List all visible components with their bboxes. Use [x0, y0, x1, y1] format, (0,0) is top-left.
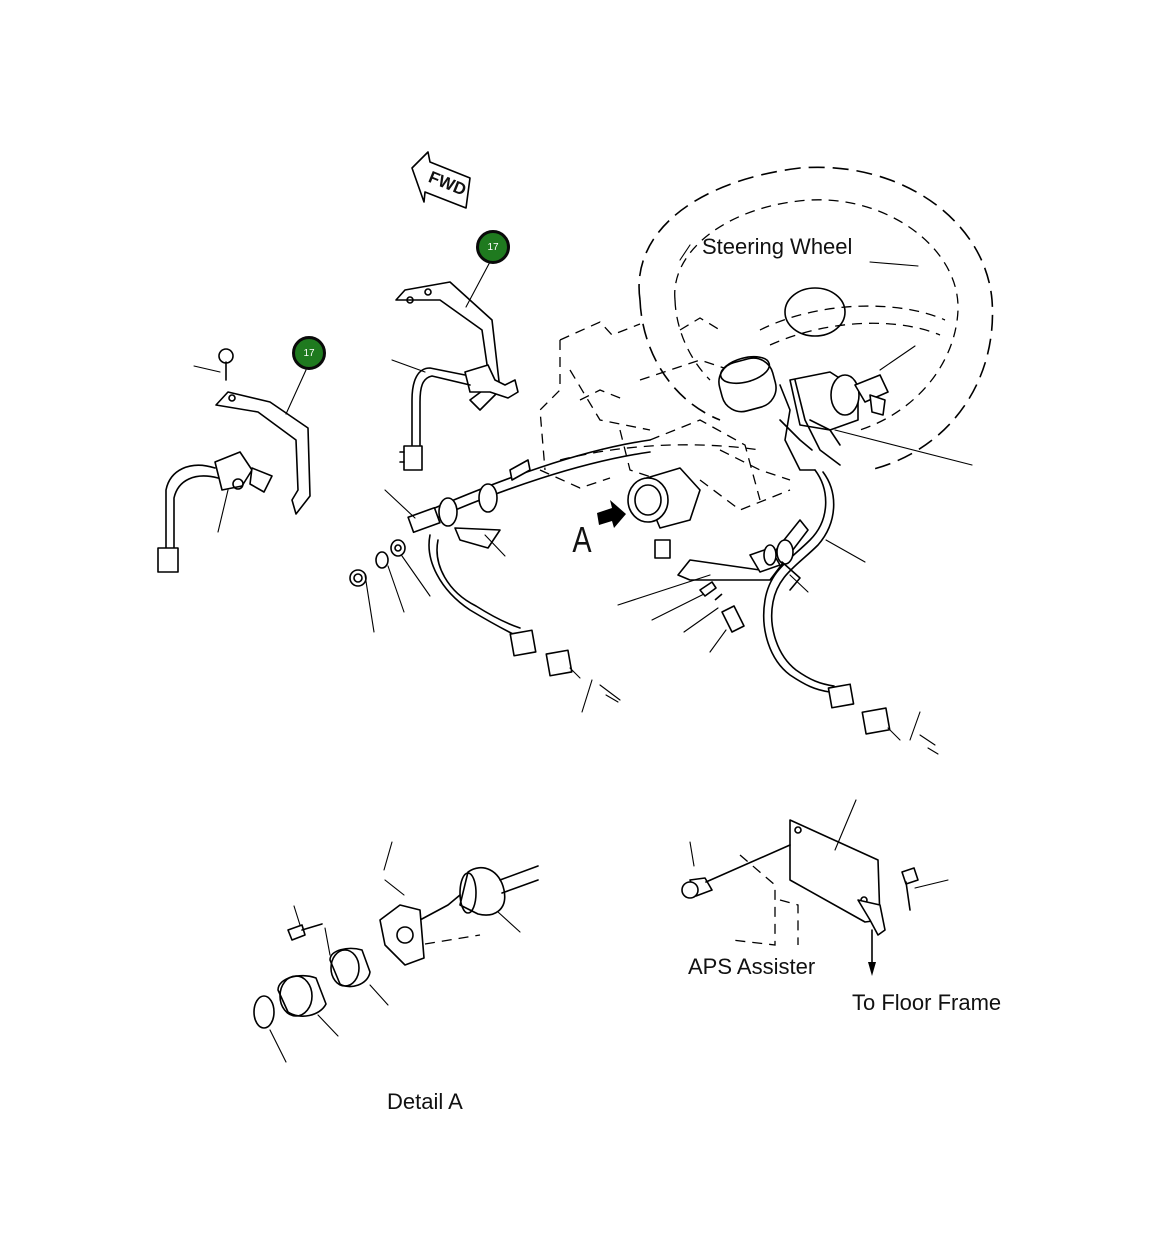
fwd-arrow: [411, 151, 471, 209]
right-harness: [762, 469, 939, 755]
callout-upper-number: 17: [487, 241, 499, 253]
steering-column-frame: [539, 317, 791, 511]
steering-wheel-label: Steering Wheel: [702, 234, 853, 259]
washers-nut: [349, 539, 431, 633]
aps-assister-label: APS Assister: [688, 954, 816, 979]
detail-a-label: Detail A: [387, 1089, 463, 1114]
right-bracket: [617, 519, 809, 653]
to-floor-frame-label: To Floor Frame: [852, 990, 1002, 1015]
left-switch-bracket: [157, 348, 311, 573]
steering-wheel: [638, 166, 994, 471]
detail-a: [253, 841, 539, 1063]
callout-left-number: 17: [303, 347, 315, 359]
center-lamp: [597, 467, 701, 559]
main-harness: [384, 439, 761, 713]
callout-left[interactable]: 17: [292, 336, 326, 370]
view-a-label: A: [572, 519, 592, 560]
key-switch: [779, 345, 973, 471]
callout-upper[interactable]: 17: [476, 230, 510, 264]
upper-switch-bracket: [391, 259, 519, 471]
aps-assister: [681, 799, 949, 976]
